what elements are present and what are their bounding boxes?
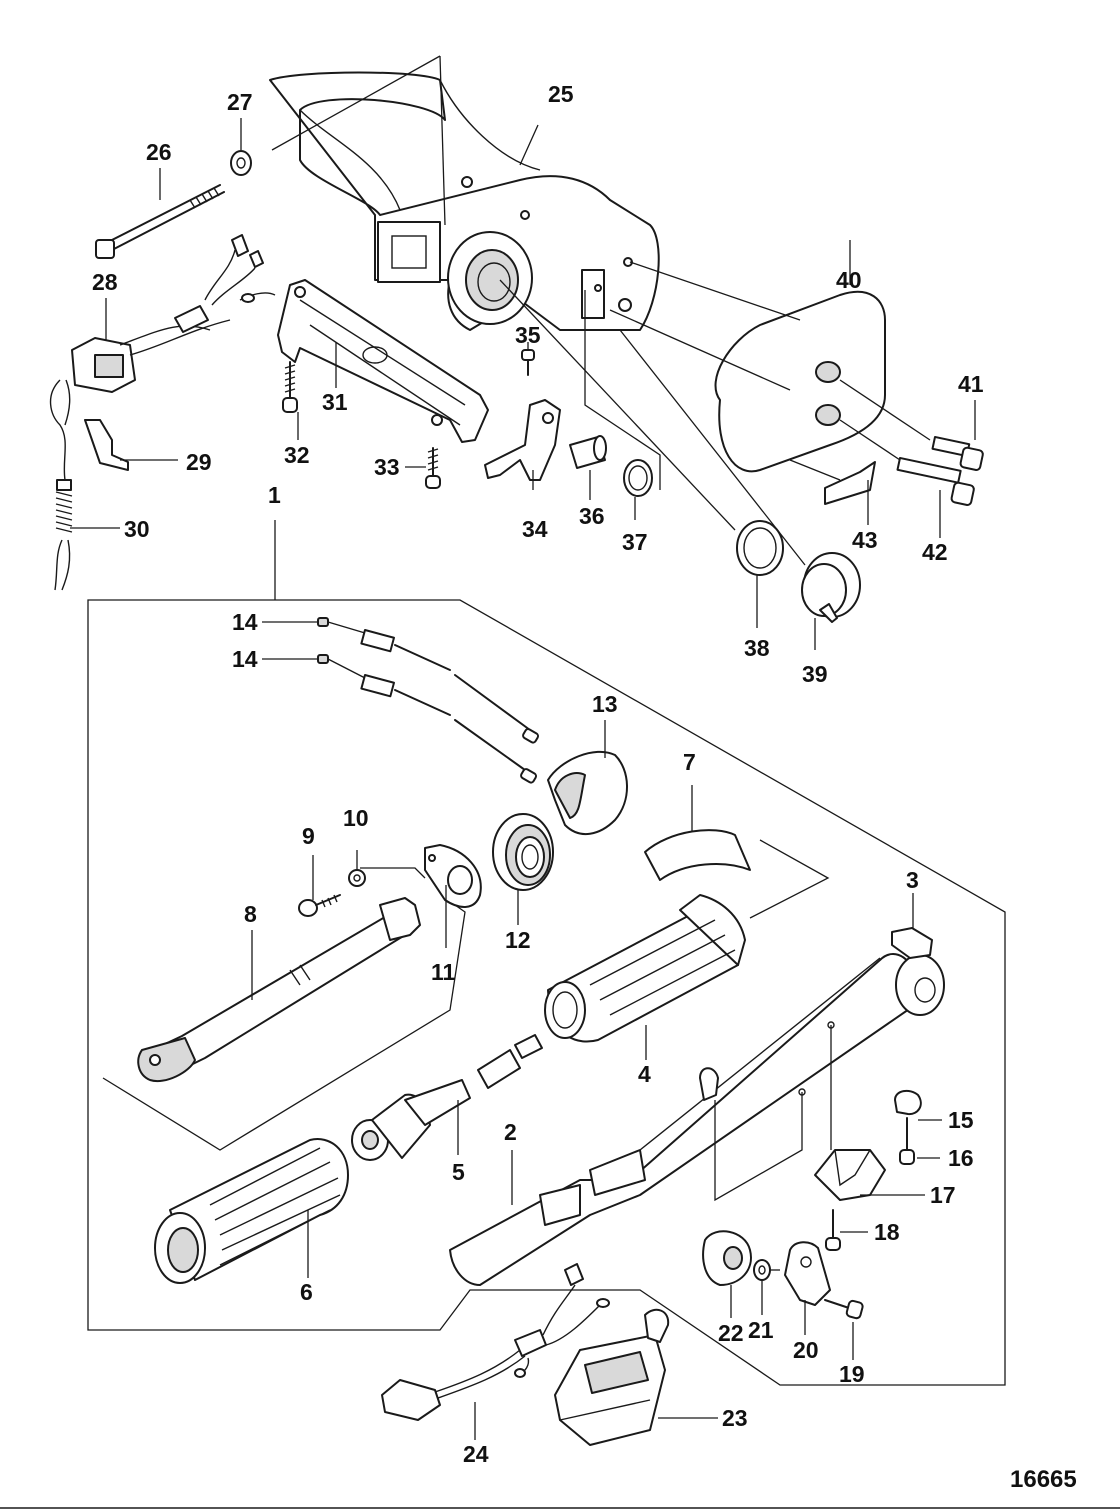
part-3-cap: [891, 927, 933, 959]
part-38-o-ring: [736, 520, 784, 576]
callout-25: 25: [548, 81, 574, 107]
callout-18: 18: [874, 1219, 900, 1245]
part-17-bracket: [814, 1149, 886, 1201]
callout-27: 27: [227, 89, 253, 115]
part-11-plate: [424, 844, 482, 908]
callout-36: 36: [579, 503, 605, 529]
callout-24: 24: [463, 1441, 489, 1467]
callout-7: 7: [683, 749, 696, 775]
callout-37: 37: [622, 529, 648, 555]
callout-14-upper: 14: [232, 609, 258, 635]
callout-2: 2: [504, 1119, 517, 1145]
callout-3: 3: [906, 867, 919, 893]
callout-22: 22: [718, 1320, 744, 1346]
callout-28: 28: [92, 269, 118, 295]
part-21-nut: [753, 1259, 771, 1281]
callout-30: 30: [124, 516, 150, 542]
part-12-gear: [492, 813, 554, 891]
callout-39: 39: [802, 661, 828, 687]
part-19-screw: [824, 1299, 864, 1320]
part-24-harness: [381, 1263, 610, 1421]
callout-43: 43: [852, 527, 878, 553]
part-7-shell: [644, 829, 751, 881]
part-18-screw: [825, 1209, 841, 1251]
part-32-screw: [282, 361, 298, 413]
part-10-washer: [348, 869, 366, 887]
part-16-screw: [899, 1117, 915, 1165]
part-25-bracket: [269, 71, 660, 331]
part-14-cable-upper: [317, 617, 540, 744]
part-6-grip: [154, 1138, 349, 1284]
callout-1: 1: [268, 482, 281, 508]
assembly-1-frame: [87, 520, 1006, 1386]
part-43-decal: [824, 461, 876, 505]
callout-21: 21: [748, 1317, 774, 1343]
part-9-screw: [298, 894, 341, 917]
callout-labels: 1 2 3 4 5 6 7 8 9 10 11 12 13 14 14 15 1…: [92, 81, 984, 1467]
part-26-long-bolt: [95, 184, 225, 259]
callout-8: 8: [244, 901, 257, 927]
callout-33: 33: [374, 454, 400, 480]
callout-11: 11: [431, 959, 456, 985]
callout-6: 6: [300, 1279, 313, 1305]
part-28-kill-switch: [71, 234, 276, 393]
callout-16: 16: [948, 1145, 974, 1171]
part-20-clip: [784, 1241, 831, 1306]
callout-41: 41: [958, 371, 984, 397]
callout-12: 12: [505, 927, 531, 953]
part-40-side-plate: [714, 290, 886, 473]
callout-23: 23: [722, 1405, 748, 1431]
part-14-cable-lower: [317, 654, 538, 784]
part-5-throttle-tube: [351, 1034, 543, 1161]
part-31-cover: [277, 279, 489, 443]
callout-4: 4: [638, 1061, 651, 1087]
callout-13: 13: [592, 691, 618, 717]
part-4-sleeve: [544, 894, 746, 1043]
part-30-lanyard: [49, 379, 73, 591]
part-29-clip: [84, 419, 129, 471]
callout-9: 9: [302, 823, 315, 849]
callout-31: 31: [322, 389, 348, 415]
callout-26: 26: [146, 139, 172, 165]
part-15-clamp: [894, 1089, 922, 1116]
callout-15: 15: [948, 1107, 974, 1133]
callout-17: 17: [930, 1182, 956, 1208]
callout-32: 32: [284, 442, 310, 468]
part-36-bushing: [569, 435, 607, 469]
callout-19: 19: [839, 1361, 865, 1387]
part-39-split-bushing: [801, 552, 861, 623]
part-33-screw: [425, 447, 441, 489]
part-22-grommet: [702, 1230, 752, 1286]
part-27-washer: [230, 150, 252, 176]
part-41-bolt: [931, 436, 984, 471]
callout-29: 29: [186, 449, 212, 475]
part-37-split-ring: [623, 459, 653, 497]
part-35-screw: [521, 349, 535, 376]
callout-40: 40: [836, 267, 862, 293]
callout-10: 10: [343, 805, 369, 831]
part-42-bolt: [896, 457, 975, 506]
part-8-shaft: [137, 897, 421, 1083]
callout-14-lower: 14: [232, 646, 258, 672]
callout-38: 38: [744, 635, 770, 661]
callout-20: 20: [793, 1337, 819, 1363]
figure-id: 16665: [1010, 1466, 1077, 1493]
part-2-handle-body: [449, 953, 945, 1286]
callout-42: 42: [922, 539, 948, 565]
part-23-electrical-box: [554, 1308, 670, 1446]
part-34-friction-block: [484, 399, 561, 490]
callout-5: 5: [452, 1159, 465, 1185]
callout-34: 34: [522, 516, 548, 542]
part-13-cam-housing: [547, 750, 628, 835]
